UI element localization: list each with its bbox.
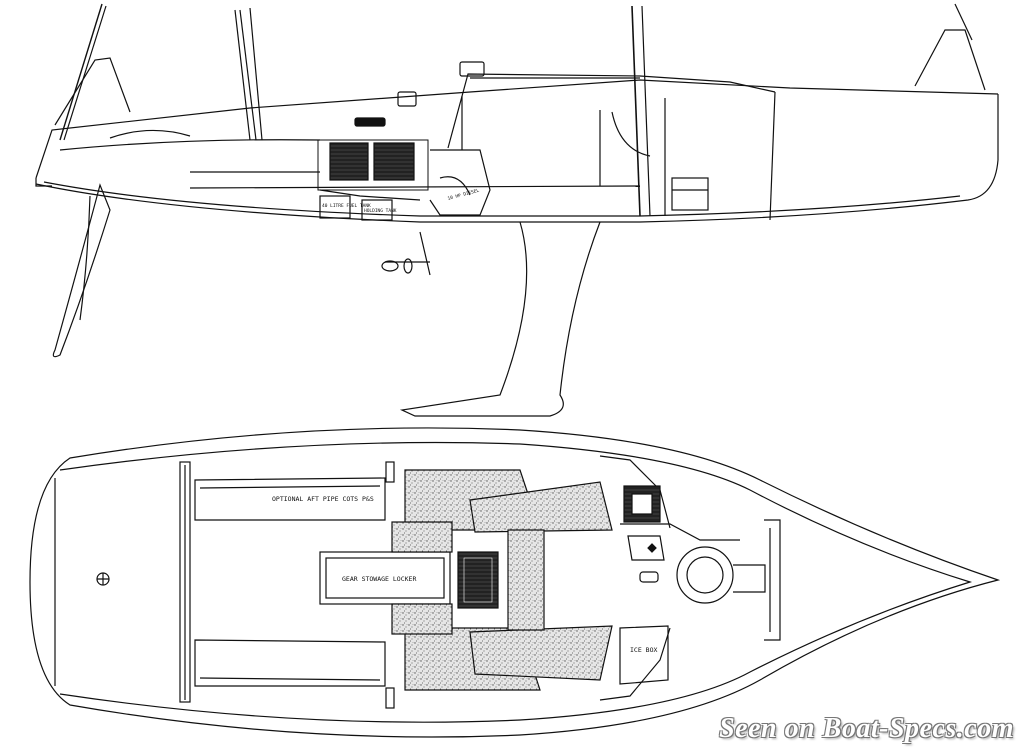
cabin-top xyxy=(447,73,776,149)
bow-pulpit xyxy=(914,29,986,91)
rudder xyxy=(52,183,111,358)
gear-stowage-locker-label: GEAR STOWAGE LOCKER xyxy=(342,575,416,583)
fuel-tank-label: 40 LITRE FUEL TANK xyxy=(322,203,371,209)
mast xyxy=(631,5,641,217)
deck-sheer xyxy=(35,79,999,179)
hull-bottom xyxy=(35,94,999,223)
backstay xyxy=(59,3,103,141)
engine-compartment xyxy=(317,139,429,191)
mast-partner xyxy=(676,546,734,604)
transom xyxy=(35,178,52,187)
profile-view xyxy=(35,3,999,417)
cushion-upper-right xyxy=(469,481,613,533)
ice-box-label: ICE BOX xyxy=(630,646,657,654)
prop-shaft xyxy=(385,231,431,276)
ice-box xyxy=(619,625,669,685)
watermark: Seen on Boat-Specs.com xyxy=(719,713,1014,744)
keel xyxy=(399,221,601,417)
holding-tank-label: HOLDING TANK xyxy=(364,208,397,214)
gear-stowage-locker xyxy=(319,551,451,605)
cushion-lower-right xyxy=(469,625,613,681)
optional-aft-pipe-cots-label: OPTIONAL AFT PIPE COTS P&S xyxy=(272,495,374,503)
plan-view xyxy=(29,427,1001,738)
engine-label: 10 HP DIESEL xyxy=(447,188,480,202)
hull-outline xyxy=(29,427,1001,738)
